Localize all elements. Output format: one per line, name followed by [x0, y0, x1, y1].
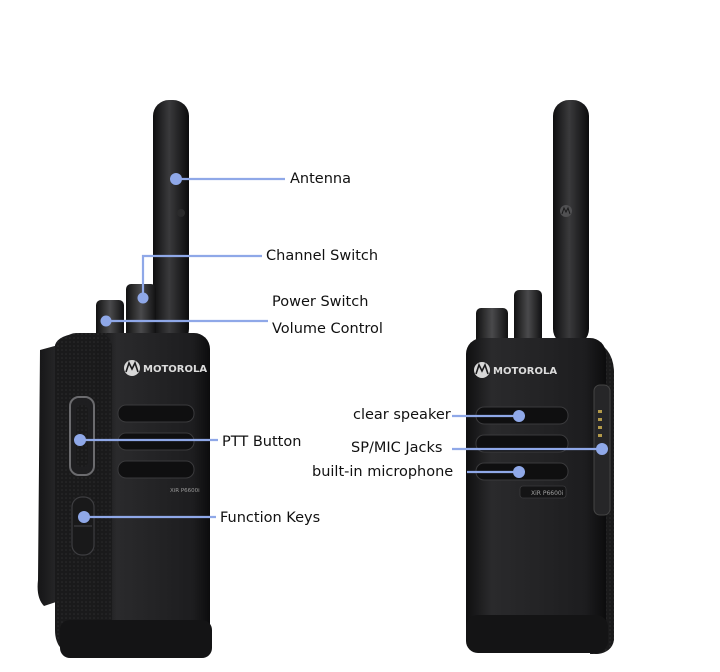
label-power-switch: Power Switch: [272, 293, 368, 311]
label-clear-speaker: clear speaker: [353, 406, 451, 424]
label-function-keys: Function Keys: [220, 509, 320, 527]
left-radio: MOTOROLA XiR P6600i: [38, 100, 212, 658]
right-antenna: [553, 100, 589, 345]
left-channel-knob: [126, 284, 156, 340]
right-radio: MOTOROLA XiR P6600i: [466, 100, 614, 654]
left-brand: MOTOROLA: [143, 364, 207, 375]
label-builtin-microphone: built-in microphone: [312, 463, 453, 481]
left-model: XiR P6600i: [170, 488, 200, 494]
label-ptt-button: PTT Button: [222, 433, 301, 451]
right-brand: MOTOROLA: [493, 366, 557, 377]
label-channel-switch: Channel Switch: [266, 247, 378, 265]
right-model: XiR P6600i: [531, 490, 564, 497]
label-volume-control: Volume Control: [272, 320, 383, 338]
label-sp-mic-jacks: SP/MIC Jacks: [351, 439, 442, 457]
left-antenna: [153, 100, 189, 345]
label-antenna: Antenna: [290, 170, 351, 188]
left-radio-body: [96, 333, 210, 657]
